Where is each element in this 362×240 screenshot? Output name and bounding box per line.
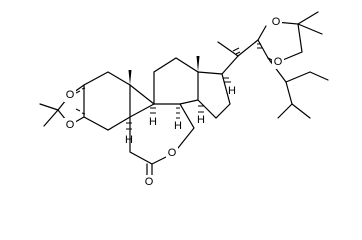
hydrogen-label-c14: H xyxy=(197,114,205,126)
hydrogen-label-c5: H xyxy=(125,134,133,146)
oxygen-atom-side-chain-lower: O xyxy=(274,56,283,68)
bond-skeleton xyxy=(39,11,329,179)
oxygen-atom-carbonyl: O xyxy=(145,176,154,188)
hydrogen-label-c8: H xyxy=(174,120,182,132)
oxygen-atom-side-chain-upper: O xyxy=(272,16,281,28)
stereo-bonds xyxy=(75,43,279,130)
oxygen-atom-lactone-ring: O xyxy=(168,147,177,159)
oxygen-atom-dioxolane-top: O xyxy=(66,89,75,101)
atom-labels: O O O O O O H H H H H xyxy=(64,15,284,189)
structure-drawing: O O O O O O H H H H H xyxy=(39,11,329,189)
molecule-canvas: O O O O O O H H H H H xyxy=(39,11,329,189)
hydrogen-label-c9: H xyxy=(149,116,157,128)
hydrogen-label-c17: H xyxy=(228,85,236,97)
oxygen-atom-dioxolane-bottom: O xyxy=(66,119,75,131)
